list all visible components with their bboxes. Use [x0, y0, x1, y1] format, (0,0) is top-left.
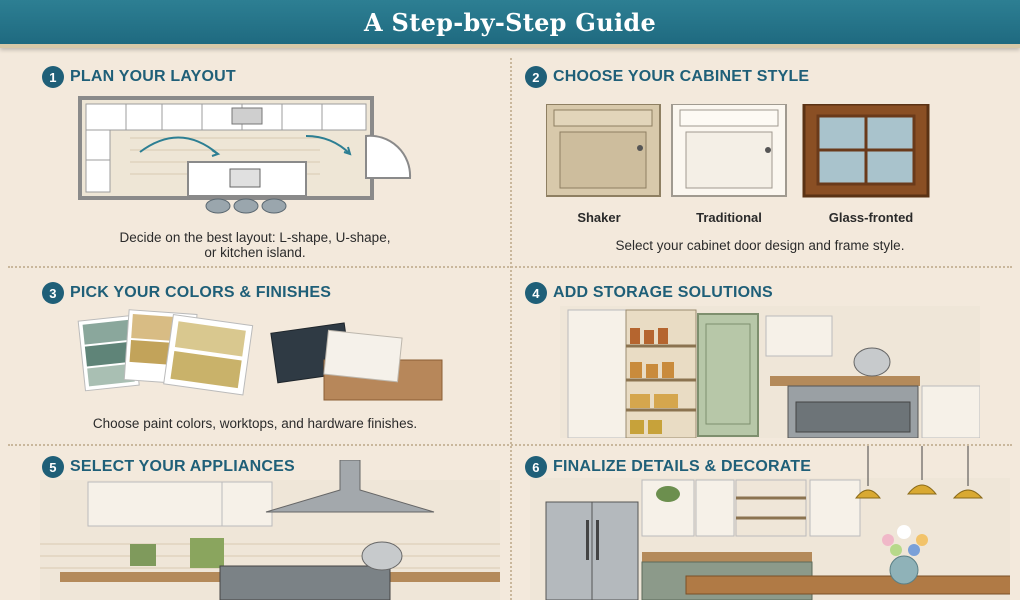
step-1-caption-line2: or kitchen island.: [204, 245, 306, 260]
step-6-heading: FINALIZE DETAILS & DECORATE: [553, 458, 812, 475]
step-2-number: 2: [525, 66, 547, 88]
appliances-illustration: [40, 460, 500, 600]
column-divider: [510, 58, 512, 600]
step-4-heading: ADD STORAGE SOLUTIONS: [553, 284, 773, 301]
color-swatches-illustration: [77, 309, 443, 401]
step-1-title: 1 PLAN YOUR LAYOUT: [42, 66, 236, 88]
cabinet-doors-illustration: [546, 104, 930, 198]
step-2-caption: Select your cabinet door design and fram…: [615, 238, 905, 253]
step-5-heading: SELECT YOUR APPLIANCES: [70, 458, 295, 475]
floor-plan-illustration: [78, 96, 412, 214]
step-3-heading: PICK YOUR COLORS & FINISHES: [70, 284, 332, 301]
step-1-caption-line1: Decide on the best layout: L-shape, U-sh…: [119, 230, 391, 245]
step-3-number: 3: [42, 282, 64, 304]
step-5-title: 5 SELECT YOUR APPLIANCES: [42, 456, 295, 478]
page-title: A Step-by-Step Guide: [363, 7, 657, 37]
step-5-number: 5: [42, 456, 64, 478]
step-4-title: 4 ADD STORAGE SOLUTIONS: [525, 282, 773, 304]
step-4-number: 4: [525, 282, 547, 304]
header-banner: A Step-by-Step Guide: [0, 0, 1020, 48]
row-divider-1: [8, 266, 1012, 268]
storage-illustration: [560, 306, 980, 438]
step-2-title: 2 CHOOSE YOUR CABINET STYLE: [525, 66, 809, 88]
step-1-caption: Decide on the best layout: L-shape, U-sh…: [20, 230, 490, 260]
step-3-title: 3 PICK YOUR COLORS & FINISHES: [42, 282, 331, 304]
step-1-heading: PLAN YOUR LAYOUT: [70, 68, 236, 85]
step-2-heading: CHOOSE YOUR CABINET STYLE: [553, 68, 810, 85]
step-6-title: 6 FINALIZE DETAILS & DECORATE: [525, 456, 811, 478]
step-6-number: 6: [525, 456, 547, 478]
step-3-caption: Choose paint colors, worktops, and hardw…: [92, 416, 418, 431]
row-divider-2: [8, 444, 1012, 446]
style-label-shaker: Shaker: [577, 210, 621, 225]
style-label-traditional: Traditional: [696, 210, 762, 225]
step-1-number: 1: [42, 66, 64, 88]
style-label-glass-fronted: Glass-fronted: [828, 210, 914, 225]
decorate-illustration: [530, 446, 1010, 600]
